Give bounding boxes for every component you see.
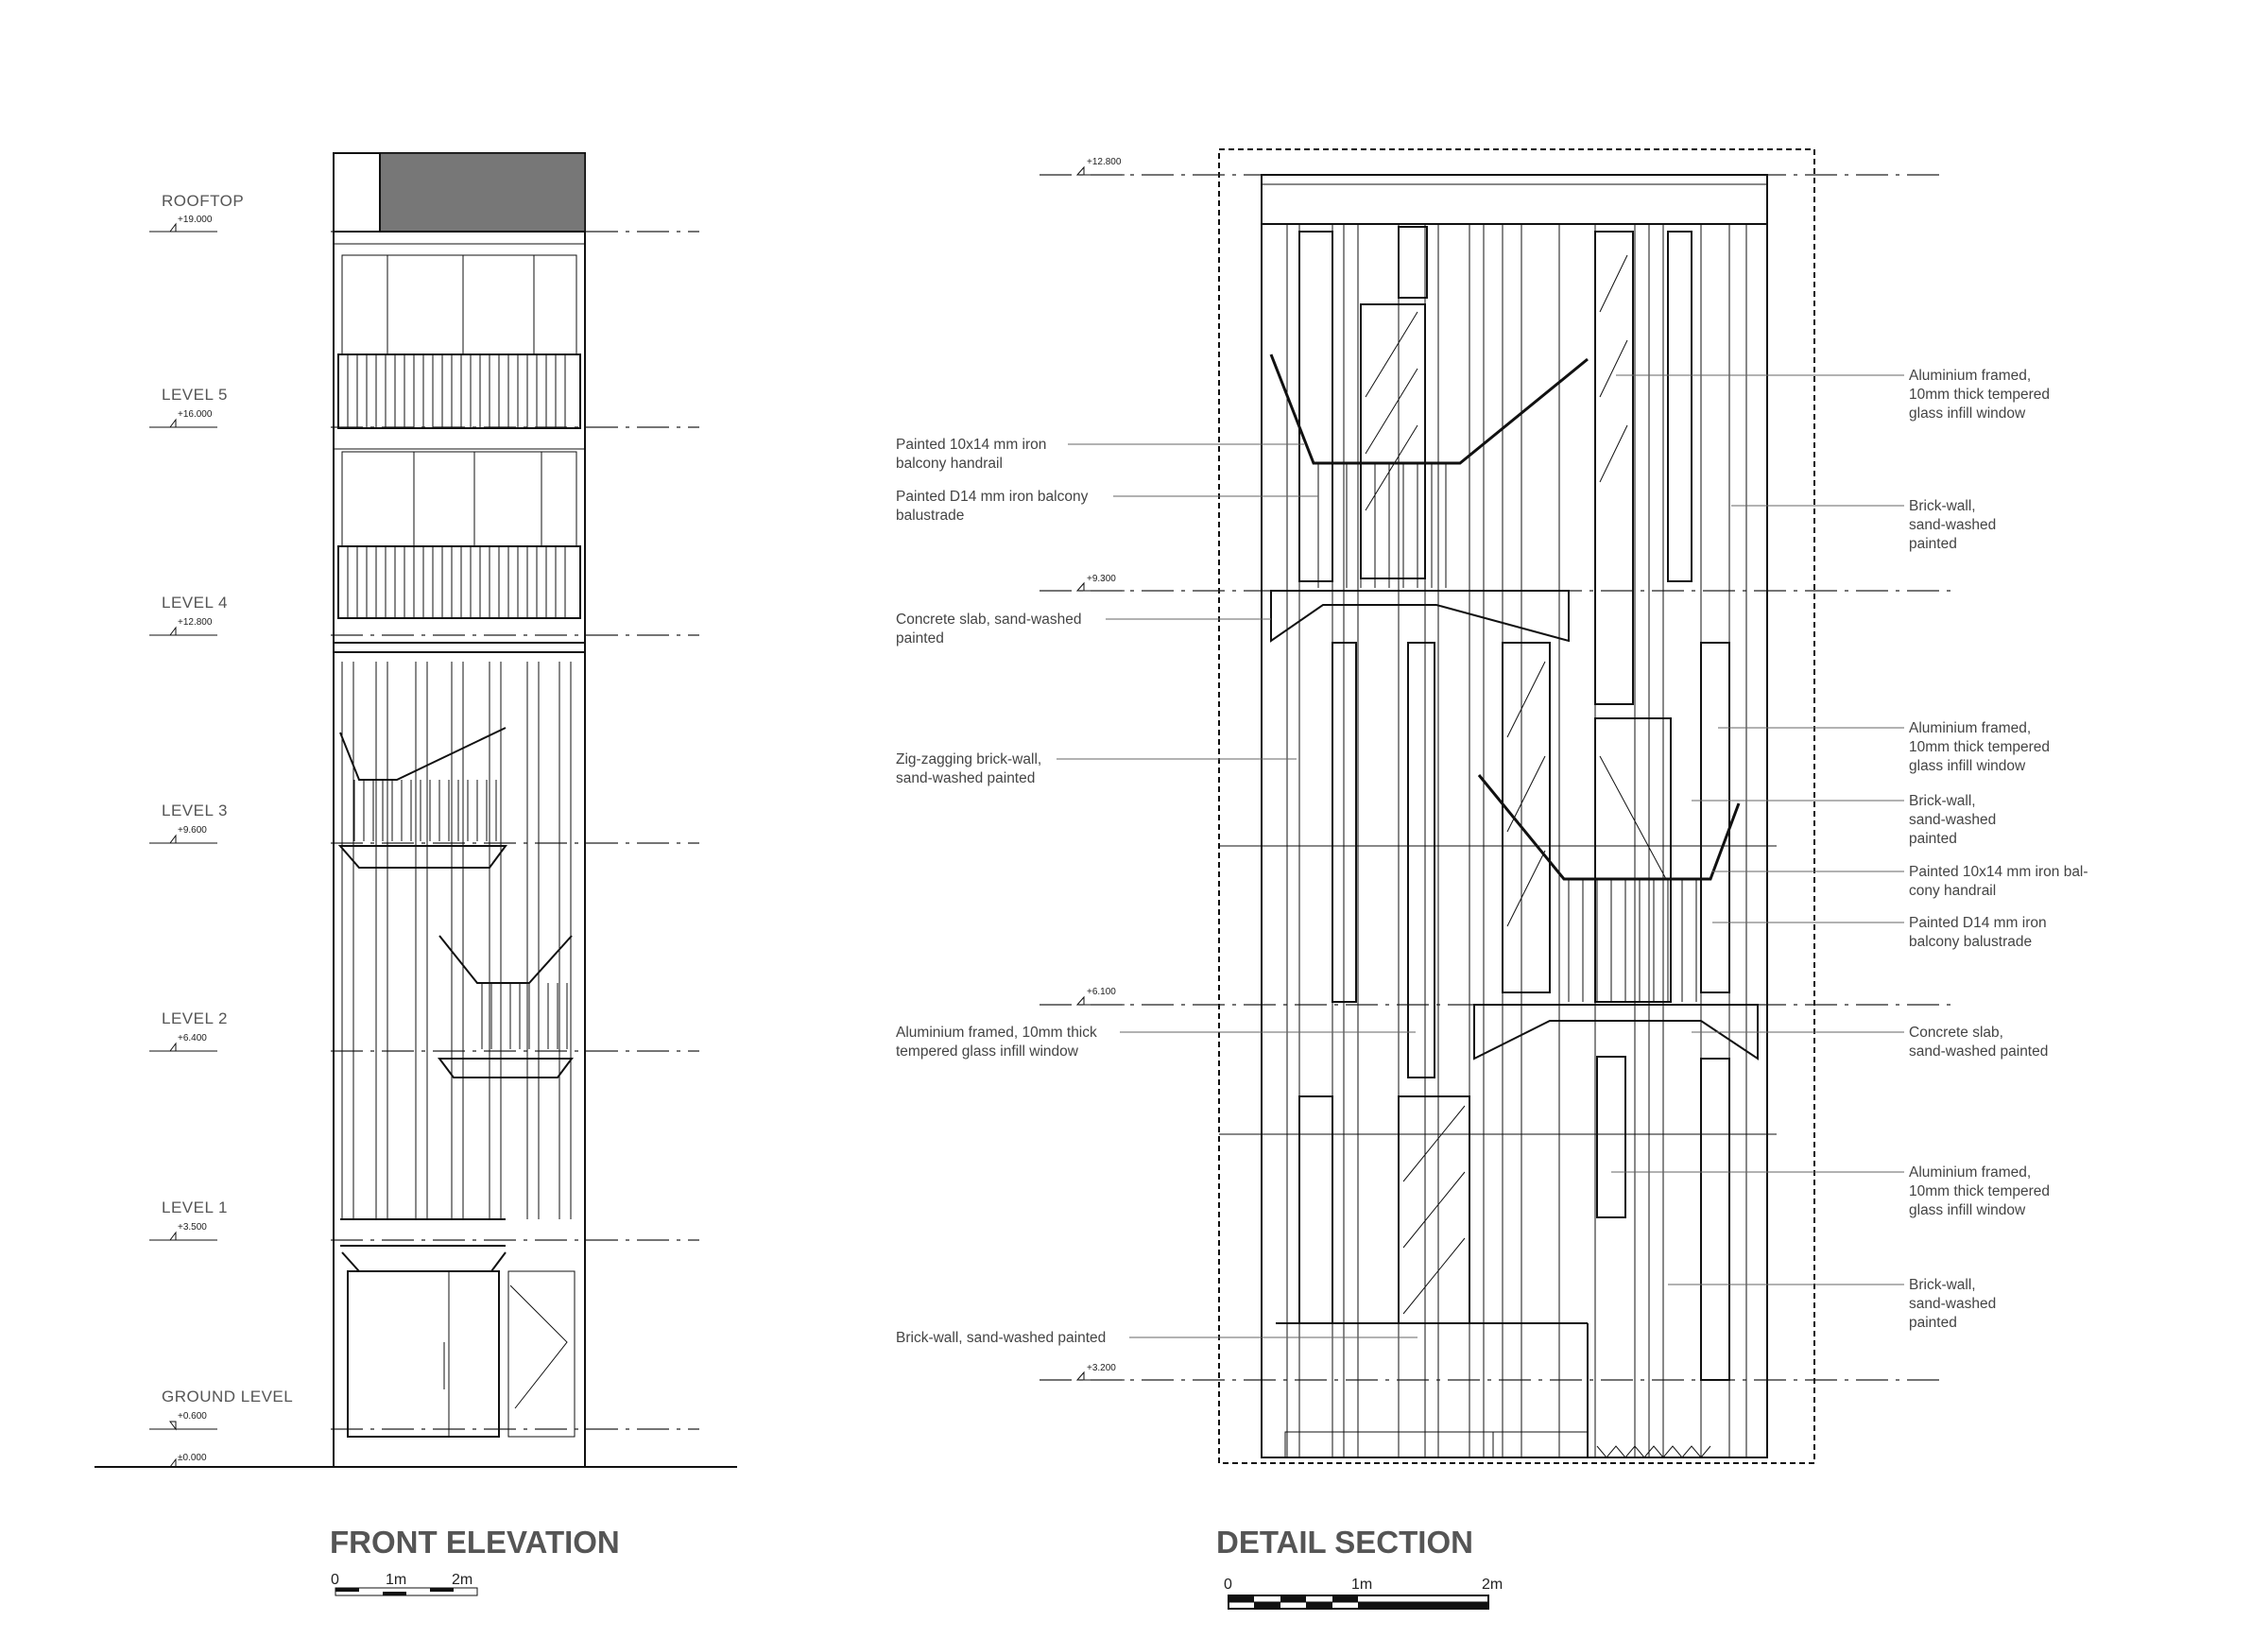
level-elev-zero: ±0.000 [178, 1453, 207, 1463]
note-right-window-2-line1: Aluminium framed, [1909, 720, 2031, 736]
front-elevation: ROOFTOP +19.000 LEVEL 5 +16.000 LEVEL 4 … [94, 152, 737, 1596]
note-right-window-1-line1: Aluminium framed, [1909, 368, 2031, 384]
detail-scale-bar: 0 1m 2m [1224, 1577, 1503, 1610]
note-right-window-3-line2: 10mm thick tempered [1909, 1183, 2050, 1199]
detail-level-elev-3200: +3.200 [1087, 1363, 1116, 1373]
level-label-5: LEVEL 5 [162, 386, 228, 404]
note-left-brickwall-line1: Brick-wall, sand-washed painted [896, 1330, 1106, 1346]
note-right-brick-3-line3: painted [1909, 1315, 1957, 1331]
note-right-brick-2-line3: painted [1909, 831, 1957, 847]
note-right-window-2-line3: glass infill window [1909, 758, 2026, 774]
note-right-balustrade-line1: Painted D14 mm iron [1909, 915, 2047, 931]
note-left-zigzag-line1: Zig-zagging brick-wall, [896, 751, 1041, 767]
note-right-brick-1-line1: Brick-wall, [1909, 498, 1976, 514]
detail-section: +12.800 +9.300 +6.100 +3.200 [896, 148, 2088, 1610]
note-right-handrail-line2: cony handrail [1909, 883, 1996, 899]
level-label-1: LEVEL 1 [162, 1198, 228, 1216]
level-label-3: LEVEL 3 [162, 802, 228, 819]
front-elevation-title: FRONT ELEVATION [330, 1525, 620, 1560]
note-right-brick-3-line2: sand-washed [1909, 1296, 1996, 1312]
note-left-slab-line2: painted [896, 630, 944, 647]
note-right-brick-2-line2: sand-washed [1909, 812, 1996, 828]
detail-scale-tick-0: 0 [1224, 1577, 1232, 1593]
note-right-brick-2-line1: Brick-wall, [1909, 793, 1976, 809]
note-left-slab-line1: Concrete slab, sand-washed [896, 612, 1081, 628]
note-right-brick-1-line2: sand-washed [1909, 517, 1996, 533]
note-left-zigzag-line2: sand-washed painted [896, 770, 1035, 786]
level-elev-rooftop: +19.000 [178, 215, 213, 225]
note-right-slab-line2: sand-washed painted [1909, 1043, 2048, 1060]
note-left-window-line1: Aluminium framed, 10mm thick [896, 1025, 1097, 1041]
level-elev-4: +12.800 [178, 617, 213, 628]
note-left-balustrade-line2: balustrade [896, 508, 964, 524]
front-scale-tick-0: 0 [331, 1572, 339, 1588]
detail-notes-left: Painted 10x14 mm iron balcony handrail P… [896, 437, 1418, 1346]
note-left-balustrade-line1: Painted D14 mm iron balcony [896, 489, 1089, 505]
detail-level-elev-9300: +9.300 [1087, 574, 1116, 584]
detail-level-elev-12800: +12.800 [1087, 157, 1122, 167]
note-right-brick-1-line3: painted [1909, 536, 1957, 552]
level-elev-3: +9.600 [178, 825, 207, 836]
front-scale-tick-1m: 1m [386, 1572, 406, 1588]
note-right-window-1-line2: 10mm thick tempered [1909, 387, 2050, 403]
front-level-markers: ROOFTOP +19.000 LEVEL 5 +16.000 LEVEL 4 … [149, 192, 699, 1468]
level-elev-1: +3.500 [178, 1222, 207, 1233]
level-label-4: LEVEL 4 [162, 594, 228, 612]
level-elev-5: +16.000 [178, 409, 213, 420]
detail-section-body [1219, 174, 1777, 1458]
front-scale-tick-2m: 2m [452, 1572, 472, 1588]
note-left-window-line2: tempered glass infill window [896, 1043, 1079, 1060]
level-label-2: LEVEL 2 [162, 1009, 228, 1027]
detail-section-title: DETAIL SECTION [1216, 1525, 1473, 1560]
level-elev-2: +6.400 [178, 1033, 207, 1043]
note-right-brick-3-line1: Brick-wall, [1909, 1277, 1976, 1293]
detail-section-frame [1218, 148, 1815, 1464]
note-right-handrail-line1: Painted 10x14 mm iron bal- [1909, 864, 2088, 880]
note-right-balustrade-line2: balcony balustrade [1909, 934, 2032, 950]
detail-level-elev-6100: +6.100 [1087, 987, 1116, 997]
detail-level-markers: +12.800 +9.300 +6.100 +3.200 [1040, 157, 1956, 1381]
note-right-slab-line1: Concrete slab, [1909, 1025, 2003, 1041]
level-label-rooftop: ROOFTOP [162, 192, 244, 210]
note-left-handrail-line2: balcony handrail [896, 456, 1003, 472]
note-right-window-3-line1: Aluminium framed, [1909, 1164, 2031, 1181]
note-left-handrail-line1: Painted 10x14 mm iron [896, 437, 1046, 453]
level-label-ground: GROUND LEVEL [162, 1388, 293, 1405]
note-right-window-3-line3: glass infill window [1909, 1202, 2026, 1218]
note-right-window-2-line2: 10mm thick tempered [1909, 739, 2050, 755]
detail-scale-tick-2m: 2m [1482, 1577, 1503, 1593]
level-elev-ground: +0.600 [178, 1411, 207, 1422]
detail-notes-right: Aluminium framed, 10mm thick tempered gl… [1611, 368, 2088, 1331]
detail-scale-tick-1m: 1m [1351, 1577, 1372, 1593]
note-right-window-1-line3: glass infill window [1909, 405, 2026, 422]
front-scale-bar: 0 1m 2m [331, 1572, 478, 1596]
front-building-body [94, 152, 737, 1468]
